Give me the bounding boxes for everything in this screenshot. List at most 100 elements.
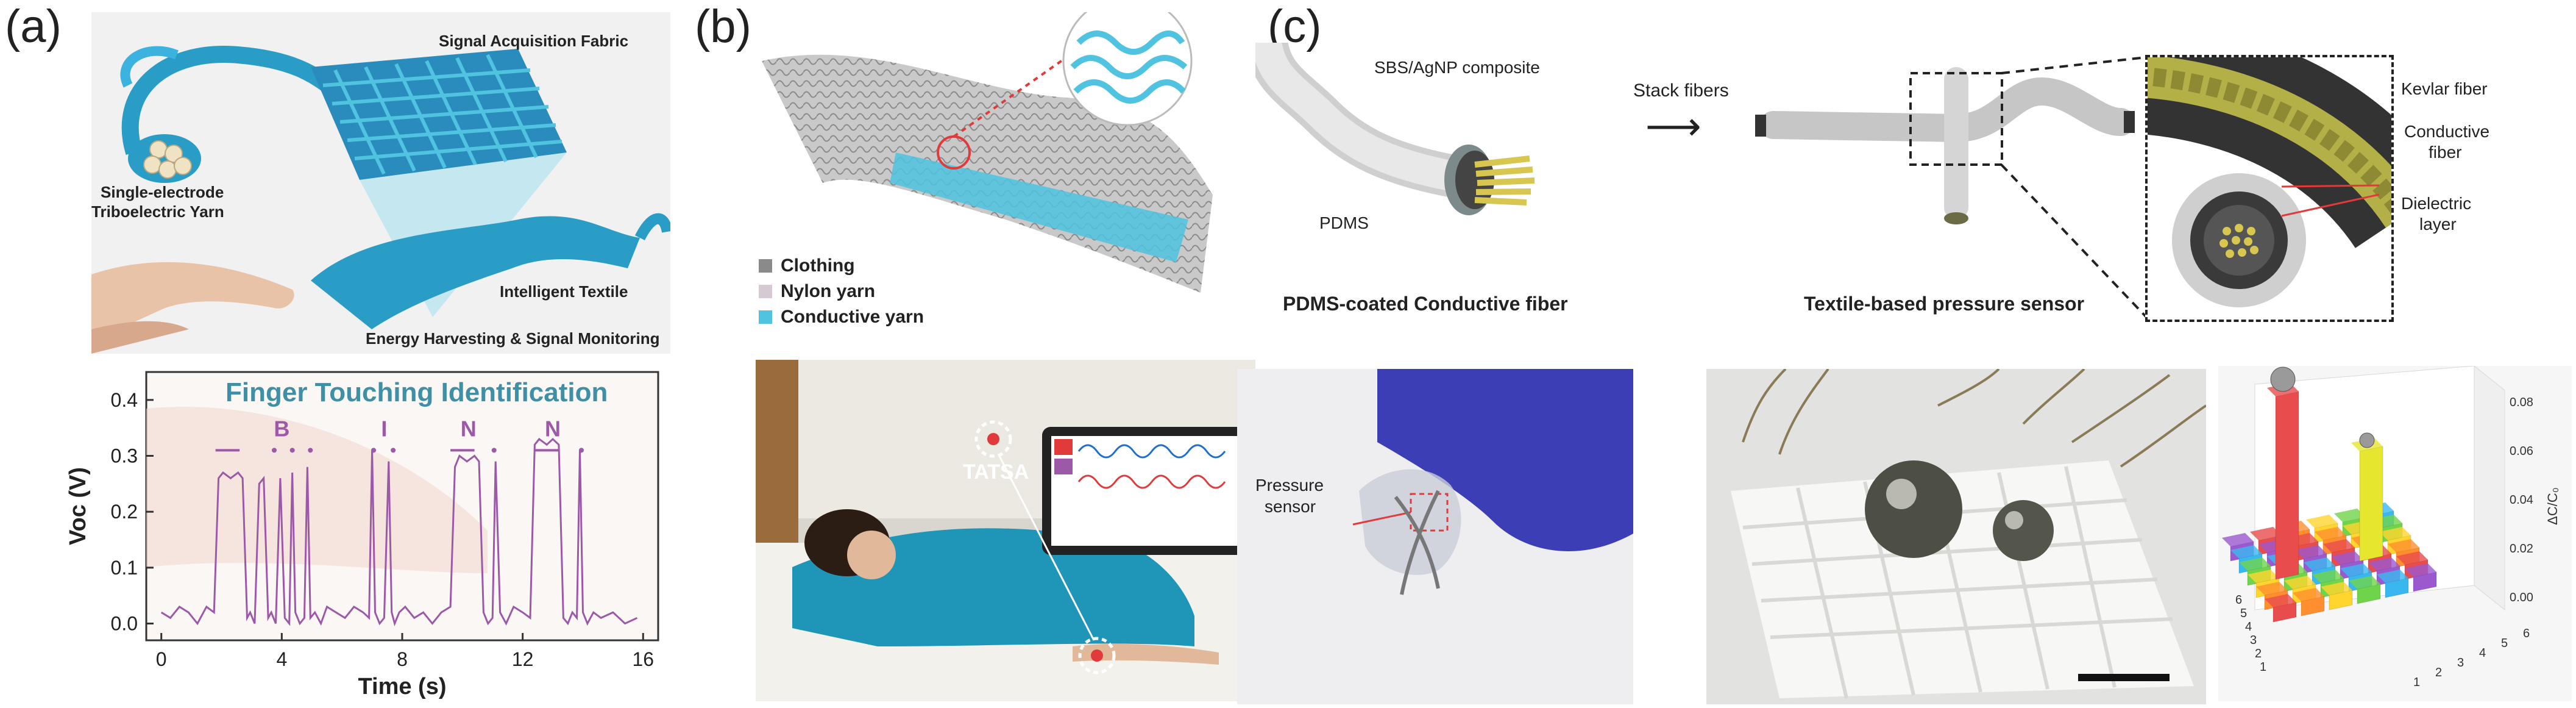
panel-b-legend: Clothing Nylon yarn Conductive yarn (759, 253, 924, 330)
bar3d-col-tick-label: 4 (2479, 646, 2486, 660)
bar3d-tall-bar (2275, 391, 2299, 580)
bar3d-z-tick-label: 0.08 (2510, 396, 2533, 409)
x-tick-label: 16 (632, 648, 654, 670)
chart-a-letter-annotation: N (461, 416, 477, 441)
bar3d-base-cell-top (2340, 563, 2372, 577)
bar3d-col-tick-label: 2 (2435, 666, 2442, 679)
bar3d-z-tick-label: 0.06 (2510, 445, 2533, 458)
bar3d-base-cell-top (2323, 539, 2355, 552)
panel-b-fabric-art (762, 12, 1213, 293)
bar3d-row-tick-label: 5 (2240, 607, 2247, 620)
x-tick-label: 0 (156, 648, 167, 670)
cross-section-inset (2145, 55, 2394, 322)
bar3d-base-cell-top (2248, 570, 2279, 583)
bar3d-base-cell-top (2222, 533, 2254, 546)
legend-item-clothing: Clothing (759, 253, 924, 279)
bar3d-base-cell-top (2250, 527, 2282, 540)
right-arrow-icon: ⟶ (1645, 104, 1701, 148)
bar3d-col-tick-label: 1 (2413, 676, 2420, 689)
legend-nylon-label: Nylon yarn (781, 281, 876, 301)
y-tick-label: 0.2 (111, 501, 138, 523)
fabric-photo-art (1706, 369, 2206, 704)
single-electrode-label-line1: Single-electrode (101, 183, 224, 201)
bar3d-base-cell-top (2312, 570, 2344, 583)
single-electrode-label-line2: Triboelectric Yarn (91, 202, 224, 221)
bar3d-base-cell-top (2295, 545, 2327, 559)
conductive-swatch-icon (759, 310, 772, 324)
bar3d-base-cell-top (2256, 582, 2288, 595)
conductive-fiber-label-line2: fiber (2429, 143, 2462, 162)
chart-a-ylabel: Voc (V) (65, 467, 91, 545)
chart-a-letter-annotation: N (545, 416, 561, 441)
bar3d-base-cell-top (2239, 557, 2271, 571)
panel-b-photo: TATSA (756, 360, 1255, 701)
conductive-fiber-label-line1: Conductive (2404, 122, 2490, 141)
chart-a-background-hand (146, 406, 488, 573)
intelligent-textile-label: Intelligent Textile (500, 282, 628, 301)
bar3d-base-cell-top (2334, 509, 2366, 522)
composite-label: SBS/AgNP composite (1374, 58, 1540, 77)
dielectric-label-line2: layer (2419, 215, 2457, 234)
legend-clothing-label: Clothing (781, 256, 855, 276)
legend-item-nylon: Nylon yarn (759, 279, 924, 304)
steel-ball-large (2270, 367, 2296, 392)
bar3d-row-tick-label: 3 (2250, 634, 2257, 647)
morse-dot (289, 448, 295, 453)
y-tick-label: 0.4 (111, 389, 138, 411)
finger-photo-art (1237, 369, 1633, 704)
bar3d-base-cell-top (2293, 588, 2324, 601)
x-tick-label: 8 (397, 648, 408, 670)
chart-a-voltage-line (160, 437, 638, 627)
clothing-swatch-icon (759, 259, 772, 273)
morse-dot (491, 448, 497, 453)
x-tick-label: 4 (276, 648, 287, 670)
chart-a-xlabel: Time (s) (358, 674, 446, 699)
y-tick-label: 0.3 (111, 445, 138, 467)
bar3d-base-cell-top (2405, 563, 2436, 577)
bar3d-z-tick-label: 0.00 (2510, 591, 2533, 604)
bar3d-base-cell-top (2349, 576, 2380, 589)
caption-textile-sensor: Textile-based pressure sensor (1804, 293, 2085, 315)
bar3d-z-label: ΔC/C₀ (2545, 487, 2560, 525)
morse-dot (391, 448, 396, 453)
morse-dot (308, 448, 313, 453)
chart-a-letter-annotation: B (274, 416, 289, 441)
bar3d-z-tick-label: 0.04 (2510, 493, 2533, 507)
panel-a-schematic-art (91, 46, 670, 354)
bar3d-base-cell-top (2315, 527, 2346, 540)
bar3d-base-cell-top (2304, 557, 2335, 571)
steel-ball-small (2359, 432, 2375, 448)
nylon-swatch-icon (759, 285, 772, 298)
bar3d-base-cell-top (2368, 557, 2400, 571)
bar3d-base-cell-top (2379, 527, 2411, 540)
bar3d-z-tick-label: 0.02 (2510, 542, 2533, 556)
bar3d-col-tick-label: 3 (2457, 656, 2464, 670)
bar3d-row-tick-label: 4 (2245, 620, 2252, 634)
y-tick-label: 0.1 (111, 557, 138, 579)
pressure-sensor-label-line2: sensor (1265, 497, 1316, 516)
bar3d-row-tick-label: 6 (2235, 593, 2242, 607)
panel-c-finger-photo: Pressure sensor (1237, 369, 1633, 704)
bar3d-row-tick-label: 2 (2255, 647, 2262, 660)
bar3d-row-tick-label: 1 (2260, 660, 2266, 674)
bar3d-side-pane (2474, 366, 2505, 611)
bar3d-base-cell-top (2265, 594, 2296, 607)
bar3d-base-cell-top (2284, 576, 2316, 589)
pressure-sensor-label-line1: Pressure (1255, 476, 1324, 495)
cross-section-art (2148, 57, 2391, 307)
panel-a-schematic (91, 12, 670, 354)
panel-b-photo-art (756, 360, 1255, 701)
signal-acquisition-fabric-label: Signal Acquisition Fabric (439, 32, 629, 50)
chart-a-title: Finger Touching Identification (225, 377, 608, 407)
bar3d-col-tick-label: 6 (2523, 627, 2530, 640)
caption-pdms-fiber: PDMS-coated Conductive fiber (1283, 293, 1568, 315)
bar3d-base-cell-top (2332, 551, 2363, 565)
legend-item-conductive: Conductive yarn (759, 304, 924, 330)
chart-a-letter-annotation: I (381, 416, 387, 441)
legend-conductive-label: Conductive yarn (781, 307, 924, 327)
bar3d-col-tick-label: 5 (2501, 637, 2508, 650)
panel-c-fabric-photo (1706, 369, 2206, 704)
bar3d-medium-bar (2359, 446, 2383, 562)
